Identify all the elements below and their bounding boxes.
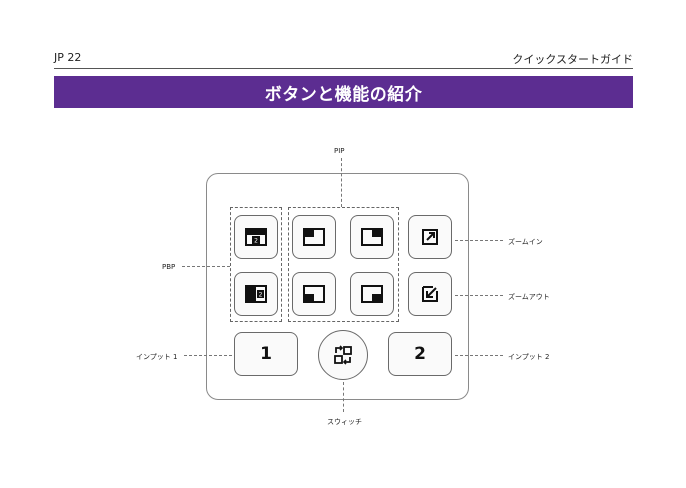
- svg-text:2: 2: [254, 238, 258, 245]
- switch-callout-line: [343, 382, 344, 412]
- pip-bottom-left-icon: [303, 285, 325, 303]
- header-divider: [54, 68, 633, 69]
- input-2-label: インプット 2: [508, 352, 549, 362]
- pbp-callout-line: [182, 266, 230, 267]
- zoom-in-callout-line: [455, 240, 503, 241]
- pbp-label: PBP: [162, 263, 175, 271]
- pip-top-right-icon: [361, 228, 383, 246]
- pip-bottom-right-icon: [361, 285, 383, 303]
- input-2-callout-line: [455, 355, 503, 356]
- switch-button[interactable]: [318, 330, 368, 380]
- pip-label: PIP: [334, 147, 345, 155]
- zoom-in-label: ズームイン: [508, 237, 543, 247]
- pbp-layout-icon: 2: [245, 228, 267, 246]
- pip-top-right-button[interactable]: [350, 215, 394, 259]
- zoom-out-label: ズームアウト: [508, 292, 550, 302]
- guide-title: クイックスタートガイド: [512, 51, 633, 67]
- pip-bottom-left-button[interactable]: [292, 272, 336, 316]
- svg-text:2: 2: [259, 292, 263, 299]
- pbp-button-top[interactable]: 2: [234, 215, 278, 259]
- zoom-out-icon: [421, 285, 439, 303]
- zoom-out-callout-line: [455, 295, 503, 296]
- pbp-button-bottom[interactable]: 2: [234, 272, 278, 316]
- pip-bottom-right-button[interactable]: [350, 272, 394, 316]
- zoom-out-button[interactable]: [408, 272, 452, 316]
- input-2-button[interactable]: 2: [388, 332, 452, 376]
- switch-icon: [333, 345, 353, 365]
- zoom-in-button[interactable]: [408, 215, 452, 259]
- section-banner: ボタンと機能の紹介: [54, 76, 633, 108]
- switch-label: スウィッチ: [327, 417, 362, 427]
- pip-top-left-icon: [303, 228, 325, 246]
- pip-callout-line: [341, 158, 342, 207]
- input-1-label: インプット 1: [136, 352, 177, 362]
- page-number: JP 22: [54, 51, 81, 64]
- input-1-callout-line: [184, 355, 232, 356]
- input-1-button[interactable]: 1: [234, 332, 298, 376]
- pip-top-left-button[interactable]: [292, 215, 336, 259]
- pbp-layout-icon: 2: [245, 285, 267, 303]
- zoom-in-icon: [421, 228, 439, 246]
